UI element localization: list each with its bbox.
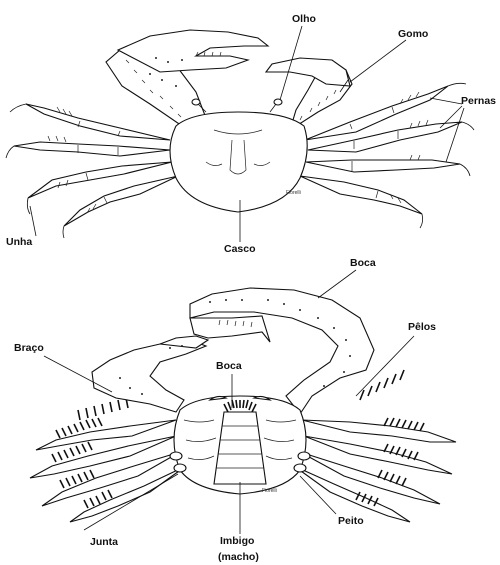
dorsal-left-legs: [6, 104, 178, 238]
label-boca-center: Boca: [216, 360, 242, 372]
label-imbigo: Imbigo: [220, 535, 254, 547]
label-casco: Casco: [224, 243, 256, 255]
casco-carapace: [170, 112, 307, 212]
dorsal-eyes: [192, 99, 282, 112]
label-boca-top: Boca: [350, 257, 376, 269]
ventral-left-claw: [92, 336, 208, 412]
label-macho: (macho): [218, 551, 259, 563]
unha-nail: [27, 198, 30, 214]
dorsal-signature: Fiorelli: [286, 190, 301, 196]
label-pelos: Pêlos: [408, 321, 436, 333]
label-unha: Unha: [6, 236, 32, 248]
ventral-left-legs: [30, 398, 186, 522]
label-junta: Junta: [90, 536, 118, 548]
label-braco: Braço: [14, 342, 44, 354]
label-olho: Olho: [292, 13, 316, 25]
label-peito: Peito: [338, 515, 364, 527]
label-pernas: Pernas: [461, 95, 496, 107]
ventral-right-claw: [190, 288, 374, 414]
ventral-signature: Fiorelli: [262, 488, 277, 494]
ventral-crab-illustration: Fiorelli: [30, 288, 456, 522]
label-gomo: Gomo: [398, 28, 428, 40]
ventral-right-legs: [294, 370, 456, 522]
